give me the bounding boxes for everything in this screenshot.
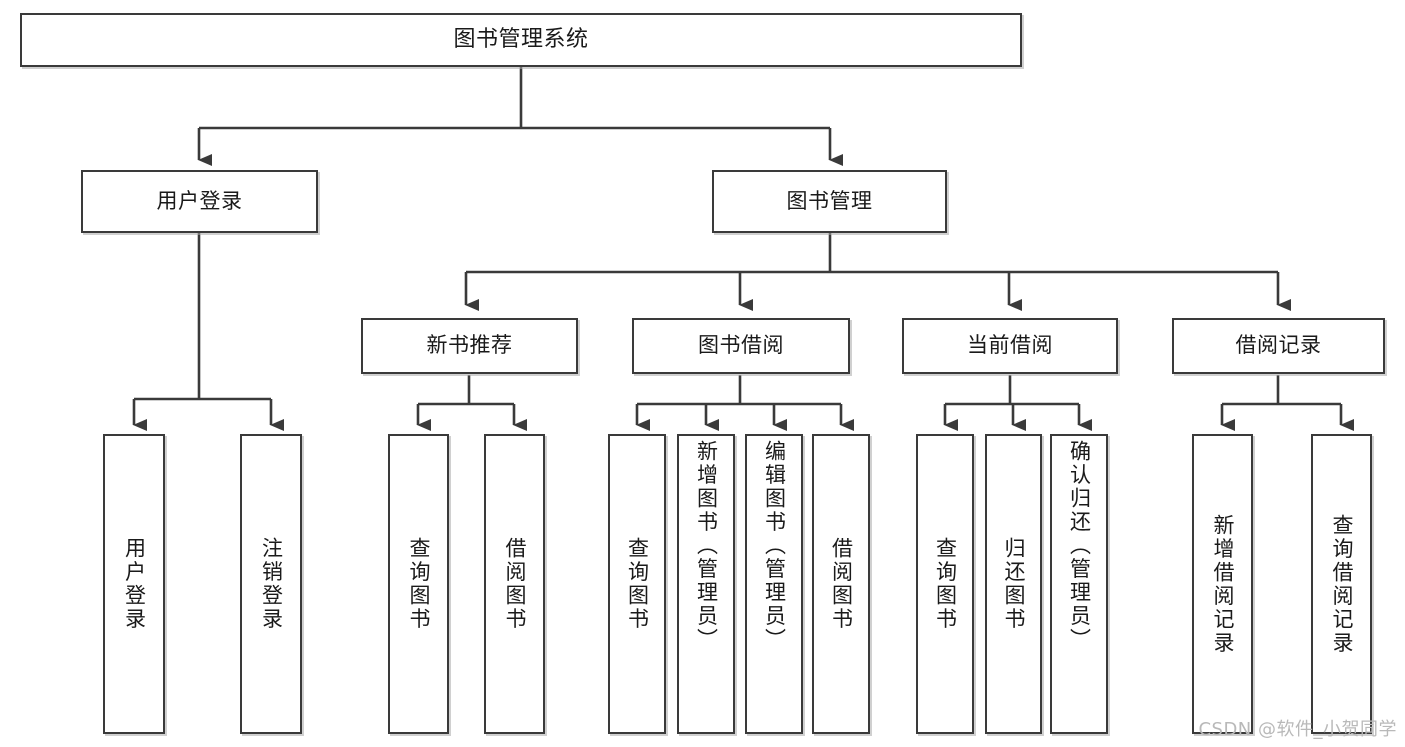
csdn-watermark: CSDN @软件_小贺同学 <box>1198 719 1397 740</box>
node-leaf-query-book-1[interactable]: 查询图书 <box>388 434 449 734</box>
node-leaf-borrow-book-2-label: 借阅图书 <box>829 537 854 631</box>
node-leaf-confirm-return-label: 确认归还（管理员） <box>1067 440 1092 652</box>
node-leaf-query-book-3-label: 查询图书 <box>933 537 958 631</box>
node-leaf-add-record[interactable]: 新增借阅记录 <box>1192 434 1253 734</box>
node-leaf-add-record-label: 新增借阅记录 <box>1211 513 1235 655</box>
node-leaf-user-login[interactable]: 用户登录 <box>103 434 165 734</box>
node-leaf-edit-book-label: 编辑图书（管理员） <box>762 440 787 652</box>
node-leaf-return-book[interactable]: 归还图书 <box>985 434 1042 734</box>
node-user-login-label: 用户登录 <box>156 188 243 213</box>
node-leaf-query-record-label: 查询借阅记录 <box>1330 513 1354 655</box>
node-borrow-record[interactable]: 借阅记录 <box>1172 318 1385 374</box>
node-leaf-logout-login[interactable]: 注销登录 <box>240 434 302 734</box>
node-user-login[interactable]: 用户登录 <box>81 170 318 233</box>
node-borrow-record-label: 借阅记录 <box>1235 333 1322 358</box>
node-leaf-logout-login-label: 注销登录 <box>259 537 284 631</box>
node-leaf-add-book-label: 新增图书（管理员） <box>694 440 719 652</box>
node-leaf-edit-book[interactable]: 编辑图书（管理员） <box>745 434 803 734</box>
node-leaf-query-book-2-label: 查询图书 <box>625 537 650 631</box>
node-leaf-add-book[interactable]: 新增图书（管理员） <box>677 434 735 734</box>
node-root-label: 图书管理系统 <box>453 26 589 52</box>
node-leaf-borrow-book-2[interactable]: 借阅图书 <box>812 434 870 734</box>
node-leaf-confirm-return[interactable]: 确认归还（管理员） <box>1050 434 1108 734</box>
node-book-borrow-label: 图书借阅 <box>698 333 784 358</box>
node-leaf-query-book-2[interactable]: 查询图书 <box>608 434 666 734</box>
node-leaf-query-record[interactable]: 查询借阅记录 <box>1311 434 1372 734</box>
node-new-book-recommend[interactable]: 新书推荐 <box>361 318 578 374</box>
node-leaf-query-book-3[interactable]: 查询图书 <box>916 434 974 734</box>
node-leaf-return-book-label: 归还图书 <box>1002 537 1026 631</box>
node-book-manage[interactable]: 图书管理 <box>712 170 947 233</box>
node-leaf-borrow-book-1-label: 借阅图书 <box>503 537 527 631</box>
node-leaf-borrow-book-1[interactable]: 借阅图书 <box>484 434 545 734</box>
node-leaf-query-book-1-label: 查询图书 <box>407 537 431 631</box>
node-leaf-user-login-label: 用户登录 <box>122 537 147 631</box>
node-new-book-recommend-label: 新书推荐 <box>426 333 513 358</box>
node-book-manage-label: 图书管理 <box>786 188 873 213</box>
node-current-borrow-label: 当前借阅 <box>967 333 1053 358</box>
node-current-borrow[interactable]: 当前借阅 <box>902 318 1118 374</box>
node-book-borrow[interactable]: 图书借阅 <box>632 318 850 374</box>
node-root[interactable]: 图书管理系统 <box>20 13 1022 67</box>
